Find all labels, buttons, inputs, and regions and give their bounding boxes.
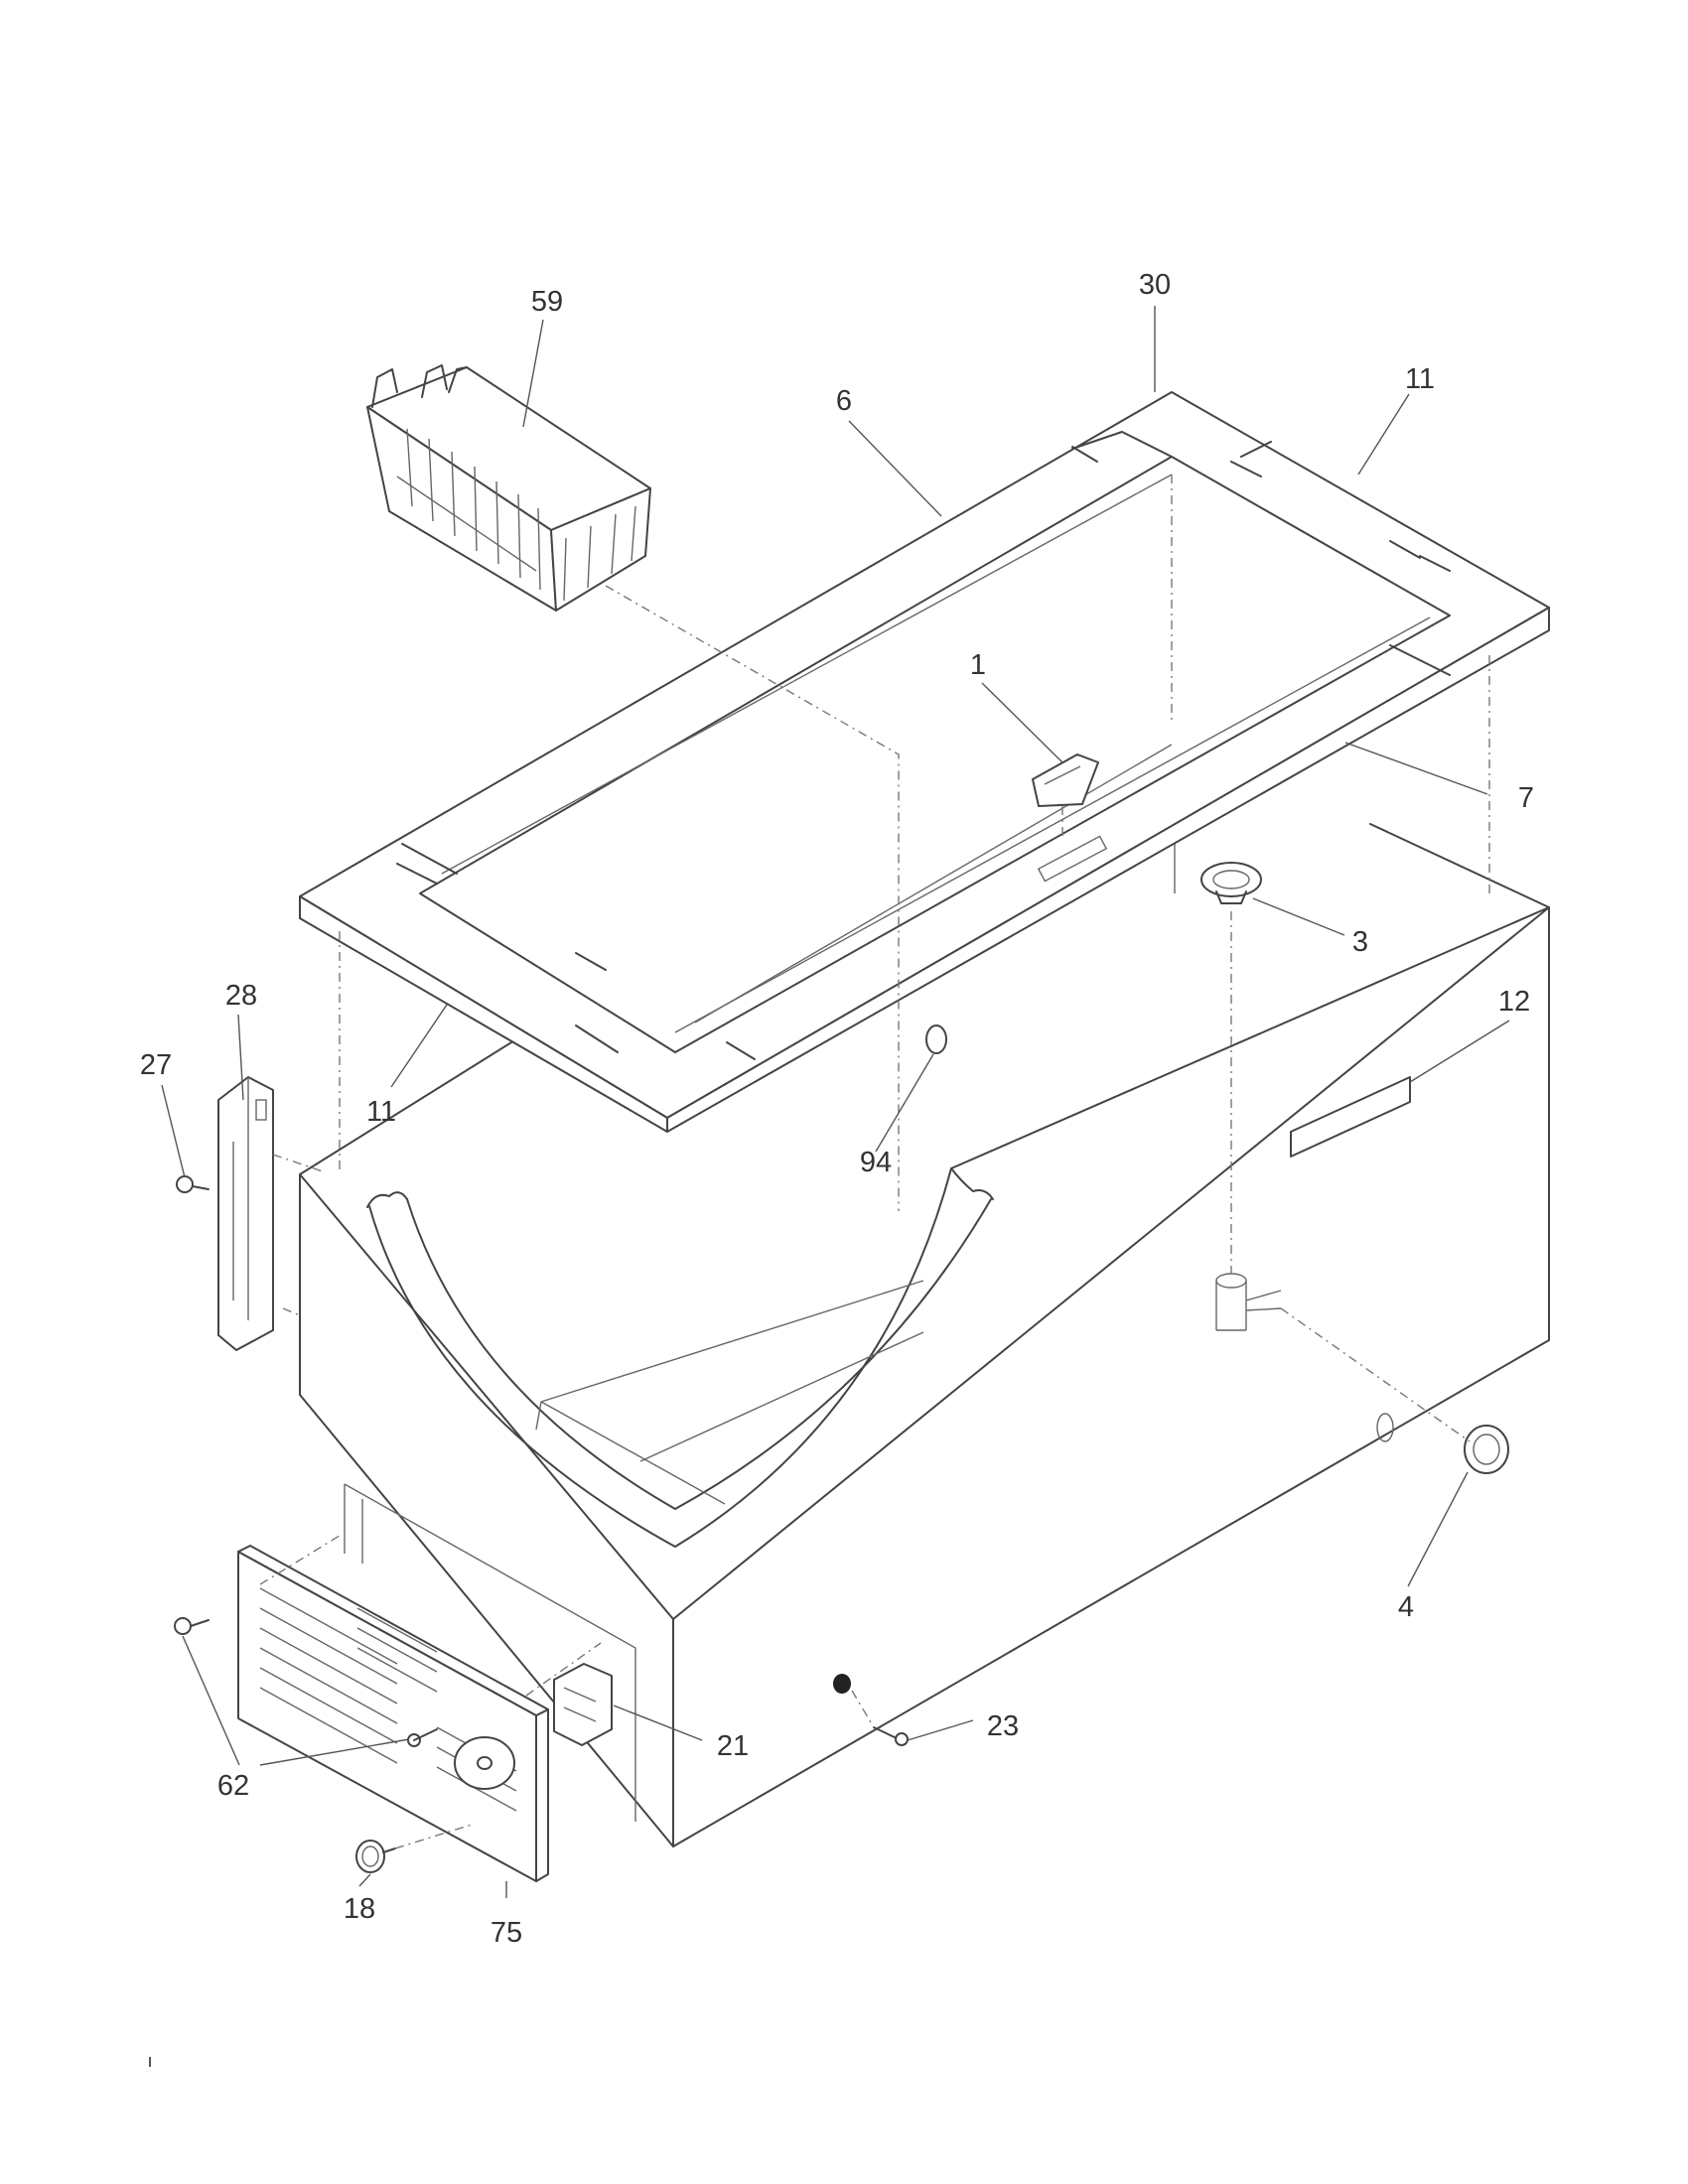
callout-75: 75 [491,1917,522,1949]
callout-94: 94 [860,1147,892,1178]
callout-1: 1 [970,649,986,681]
callout-4: 4 [1398,1591,1414,1623]
callout-21: 21 [717,1730,749,1762]
drain-plug [1464,1425,1509,1474]
thermostat [553,1663,613,1746]
callout-18: 18 [344,1893,375,1925]
callout-12: 12 [1498,986,1530,1018]
handle-part [1032,753,1099,807]
screw-27 [176,1175,210,1193]
callout-28: 28 [225,980,257,1012]
callout-6: 6 [836,385,852,417]
assembly-lines [259,475,1490,1849]
leader-lines [161,306,1510,1898]
callout-11-top: 11 [1405,363,1435,395]
drain-cap [1200,862,1262,904]
hinge [217,1076,274,1351]
grille [237,1545,549,1882]
basket [366,364,651,612]
grille-opening [344,1483,636,1822]
callout-7: 7 [1518,782,1534,814]
breaker-frame [299,391,1550,1133]
screw-62 [174,1617,438,1747]
callout-27: 27 [140,1049,172,1081]
callout-11-bottom: 11 [366,1096,396,1128]
screw-23 [833,1674,909,1746]
callout-62: 62 [217,1770,249,1802]
callout-3: 3 [1352,926,1368,958]
callouts: 59 30 11 6 1 7 3 12 28 27 11 94 4 21 23 … [140,269,1534,1949]
cabinet-cutaway [366,1167,994,1548]
hole-plug [925,1024,947,1054]
callout-30: 30 [1139,269,1171,301]
callout-59: 59 [531,286,563,318]
callout-23: 23 [987,1710,1019,1742]
serial-label [1290,1076,1411,1158]
knob [355,1840,396,1873]
